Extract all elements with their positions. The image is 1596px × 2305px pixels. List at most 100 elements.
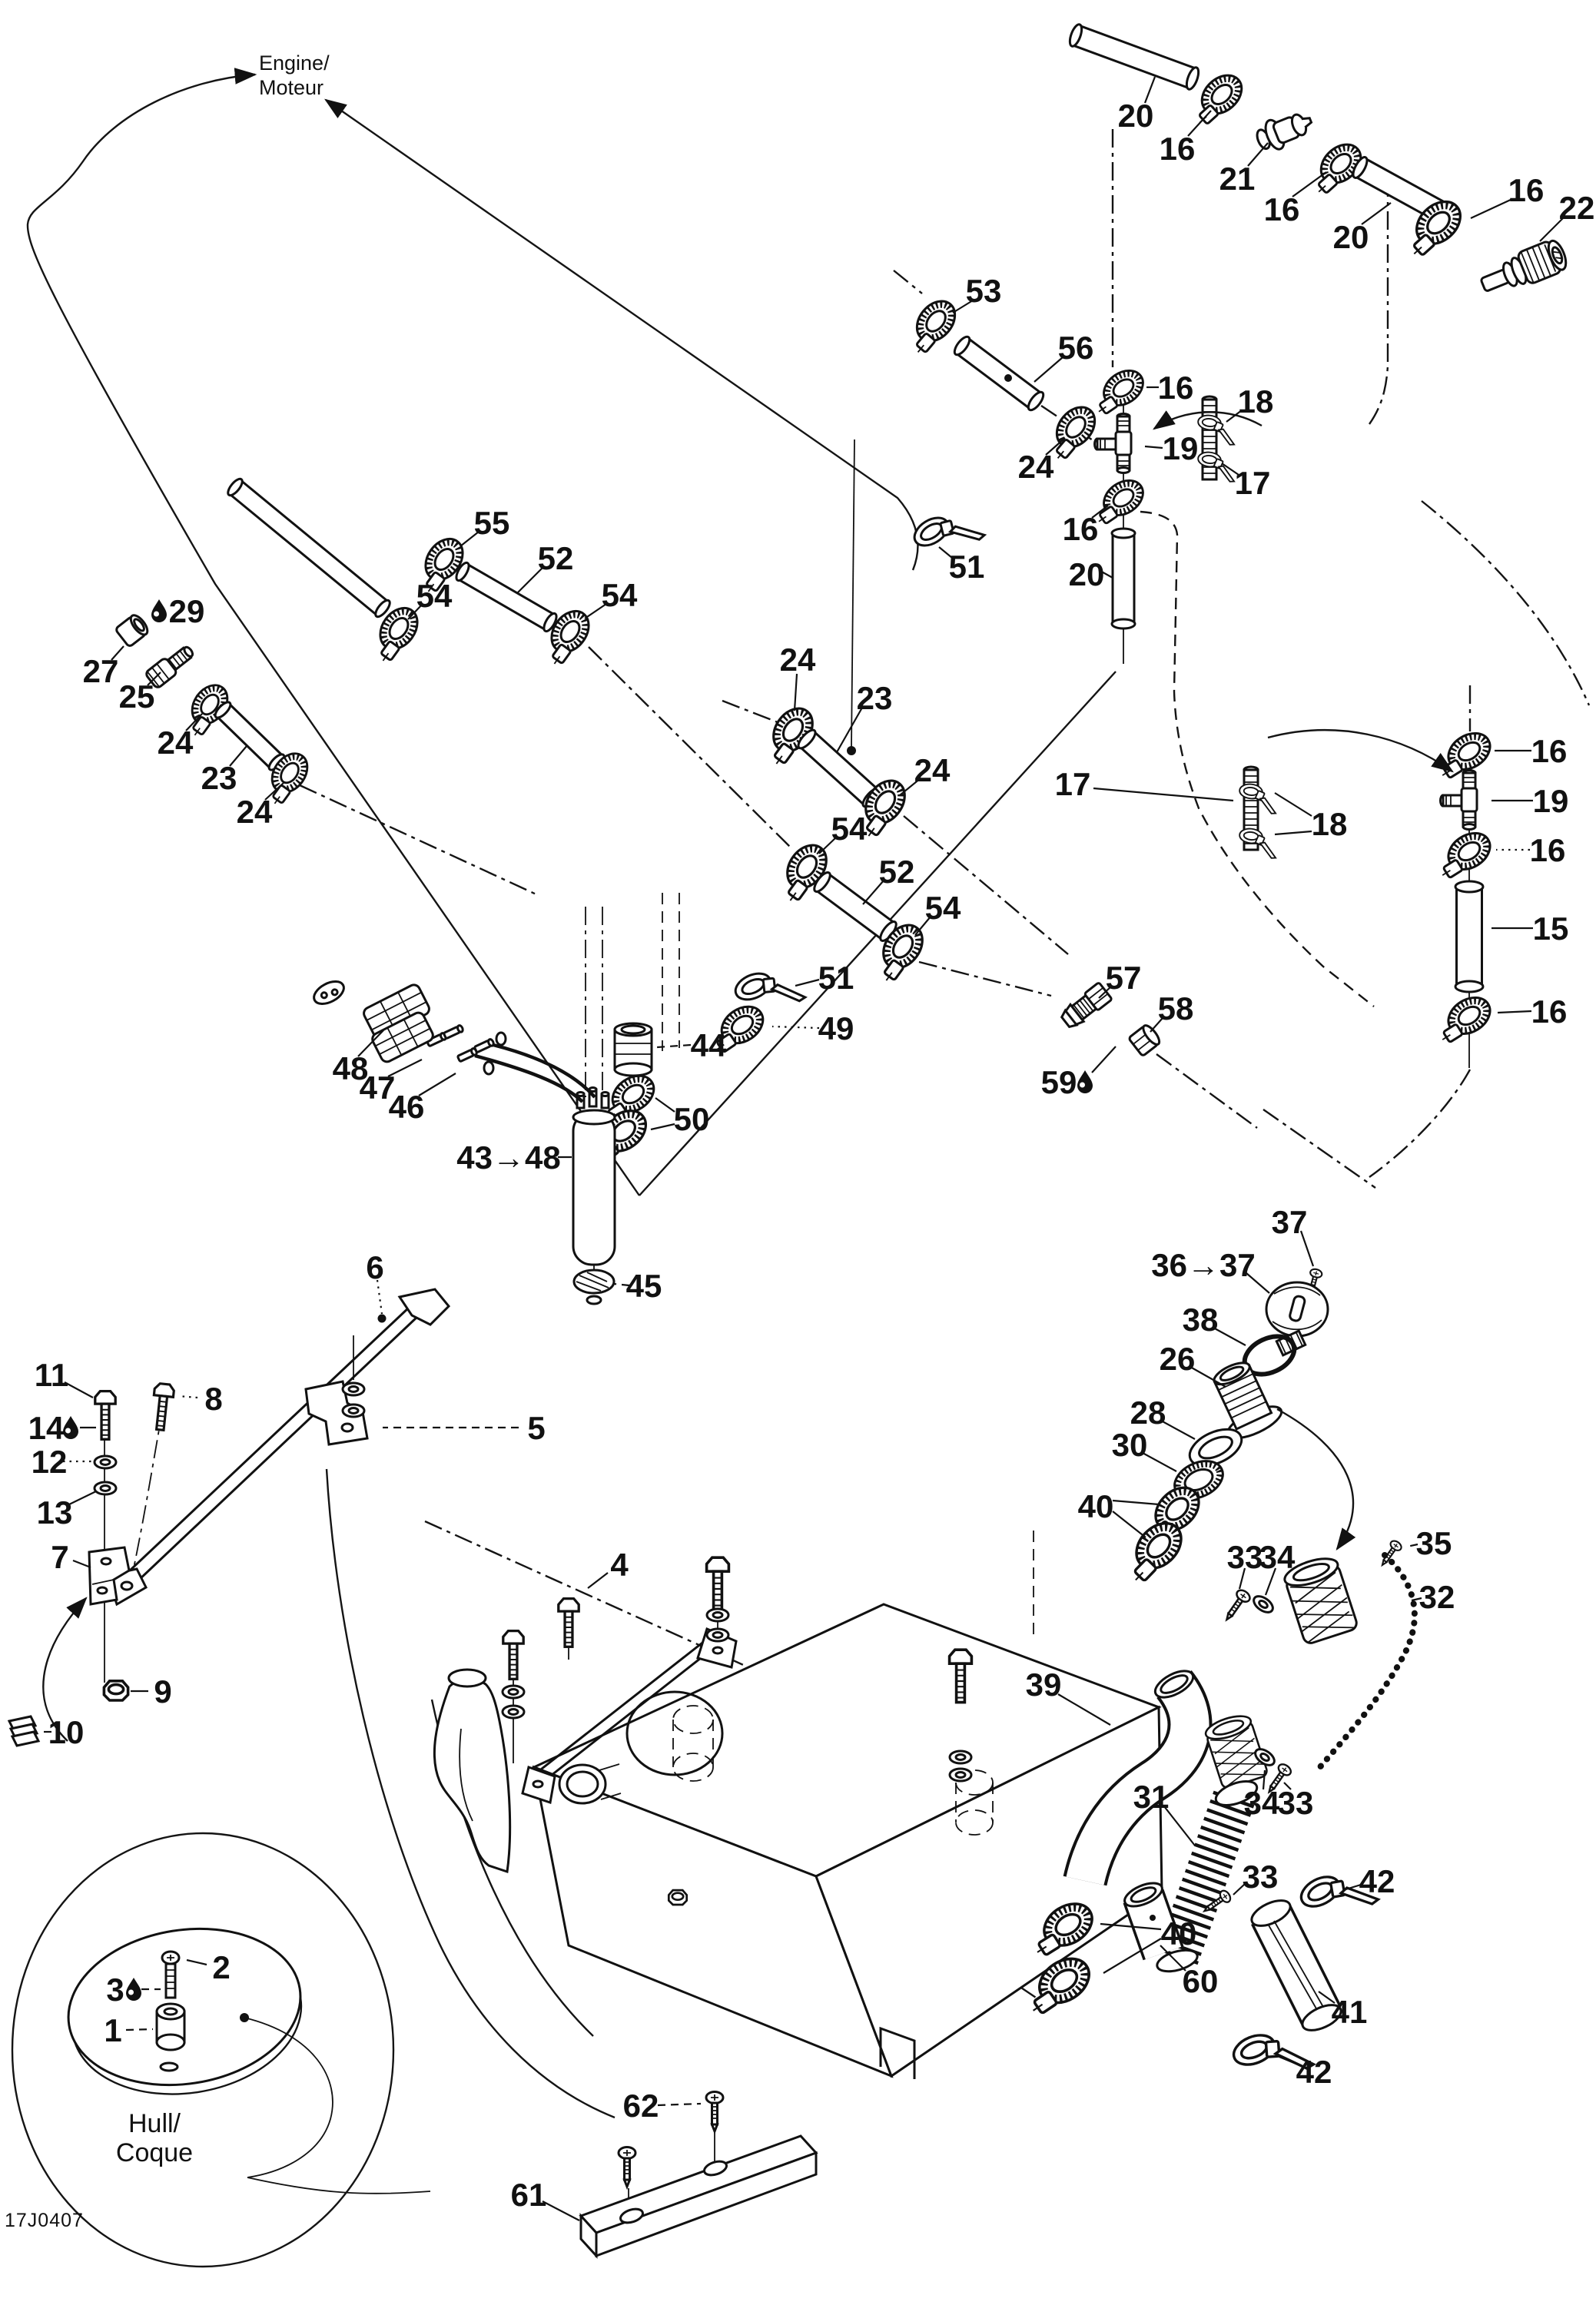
callout-30: 30 [1112, 1427, 1148, 1463]
leader-line [1406, 1543, 1418, 1548]
leader-line [818, 836, 838, 854]
leader-line [67, 1491, 97, 1506]
leader-line [584, 603, 607, 619]
leader-line [1098, 985, 1113, 999]
spacer-1 [155, 2002, 186, 2051]
callout-29: 29 [169, 593, 205, 629]
mounting-pad [67, 1927, 302, 2087]
leader-line [460, 531, 479, 547]
nut-9-icon [102, 1680, 130, 1702]
callout-24: 24 [1018, 449, 1054, 485]
harness-terminals [426, 1024, 507, 1076]
leader-line [72, 1559, 91, 1569]
callout-20: 20 [1333, 219, 1369, 255]
nut-icon [667, 1889, 689, 1906]
cap-nut-58 [1128, 1024, 1161, 1056]
leader-line [1034, 357, 1063, 383]
callout-48: 48 [333, 1050, 369, 1086]
leader-line [1103, 1938, 1162, 1974]
callout-34: 34 [1244, 1785, 1280, 1821]
callout-19: 19 [1163, 430, 1199, 466]
callout-45: 45 [626, 1268, 662, 1304]
leader-line [1100, 1922, 1162, 1931]
filler-neck-assembly [1114, 1267, 1418, 1772]
check-valve-21 [1256, 113, 1313, 151]
callout-16: 16 [1508, 172, 1545, 208]
callout-33: 33 [1278, 1785, 1314, 1821]
washer-icon [501, 1704, 526, 1720]
callout-20: 20 [1118, 98, 1154, 134]
leader-line [1497, 1010, 1532, 1014]
callout-46: 46 [389, 1089, 425, 1125]
cap-to-strainer-arrow [1276, 1408, 1356, 1550]
sender-wire-exit [247, 2177, 431, 2194]
pump-axis-dash-a [662, 893, 680, 1051]
top-center-tee-column [905, 361, 1263, 630]
callout-9: 9 [154, 1673, 171, 1710]
leader-line [1144, 445, 1163, 449]
leader-line [1160, 1945, 1186, 1972]
callout-39: 39 [1026, 1667, 1062, 1703]
callout-54: 54 [416, 578, 453, 614]
hull-dash-right [1421, 500, 1591, 706]
leader-line [1318, 1991, 1336, 2004]
callout-34: 34 [1259, 1539, 1296, 1575]
filler-hose-cluster [1021, 1670, 1380, 2075]
tank-spout [558, 1763, 622, 1805]
leader-line [1299, 1230, 1315, 1267]
callout-36-37: 36→37 [1151, 1247, 1255, 1283]
hose-20-vertical [1110, 527, 1136, 630]
tank-mounting-hardware [7, 1288, 451, 1747]
pump-nipples [576, 1086, 610, 1109]
callout-11: 11 [35, 1357, 68, 1393]
leader-line [111, 645, 124, 661]
vent-hose-31 [1156, 1779, 1259, 1973]
leader-line [613, 1282, 630, 1287]
leader-line [914, 916, 931, 936]
callout-18: 18 [1312, 806, 1348, 842]
tee-fitting-19 [1093, 413, 1133, 474]
connector-48 [313, 980, 434, 1063]
bolt-11-icon [94, 1389, 117, 1441]
callout-41: 41 [1332, 1994, 1368, 2030]
plate-hole [619, 2207, 644, 2224]
leader-line [1057, 1693, 1111, 1726]
relocate-arrow [1153, 410, 1263, 430]
callout-16: 16 [1531, 733, 1568, 769]
leader-line [1246, 1272, 1270, 1294]
sender-wire [244, 2017, 333, 2178]
leader-line [795, 978, 820, 987]
callout-24: 24 [158, 725, 194, 761]
plate-61-front [595, 2151, 818, 2258]
leader-line [1411, 1597, 1422, 1602]
hose-56 [953, 335, 1045, 412]
callout-49: 49 [818, 1010, 854, 1046]
filler-hose-39 [1063, 1670, 1213, 1886]
tie-wrap-51-icon [728, 963, 807, 1010]
callout-2: 2 [212, 1949, 230, 1985]
callout-55: 55 [474, 505, 510, 541]
leader-line [407, 604, 423, 620]
leader-line [655, 1097, 675, 1113]
leader-line [938, 546, 953, 559]
cap-27 [115, 614, 149, 647]
leader-line [1221, 463, 1239, 476]
leader-line [862, 880, 884, 905]
bracket-5 [304, 1380, 369, 1446]
callout-17: 17 [1235, 465, 1271, 501]
screw-62-icon [705, 2091, 725, 2133]
callout-16: 16 [1158, 370, 1194, 406]
washer-34-icon [1249, 1591, 1277, 1617]
callout-38: 38 [1183, 1302, 1219, 1338]
leader-line [147, 672, 161, 686]
hull-label-line1: Hull/ [128, 2109, 181, 2138]
leader-line [952, 300, 974, 313]
leader-line [656, 1043, 692, 1049]
mid-left-hose-chains [227, 477, 606, 669]
retainer-chain-32 [1316, 1552, 1418, 1772]
tank-notch [879, 2026, 916, 2079]
callout-16: 16 [1531, 993, 1568, 1030]
tee-fitting-19 [1439, 769, 1478, 831]
hull-outline-to-engine-arrow [26, 68, 640, 1196]
